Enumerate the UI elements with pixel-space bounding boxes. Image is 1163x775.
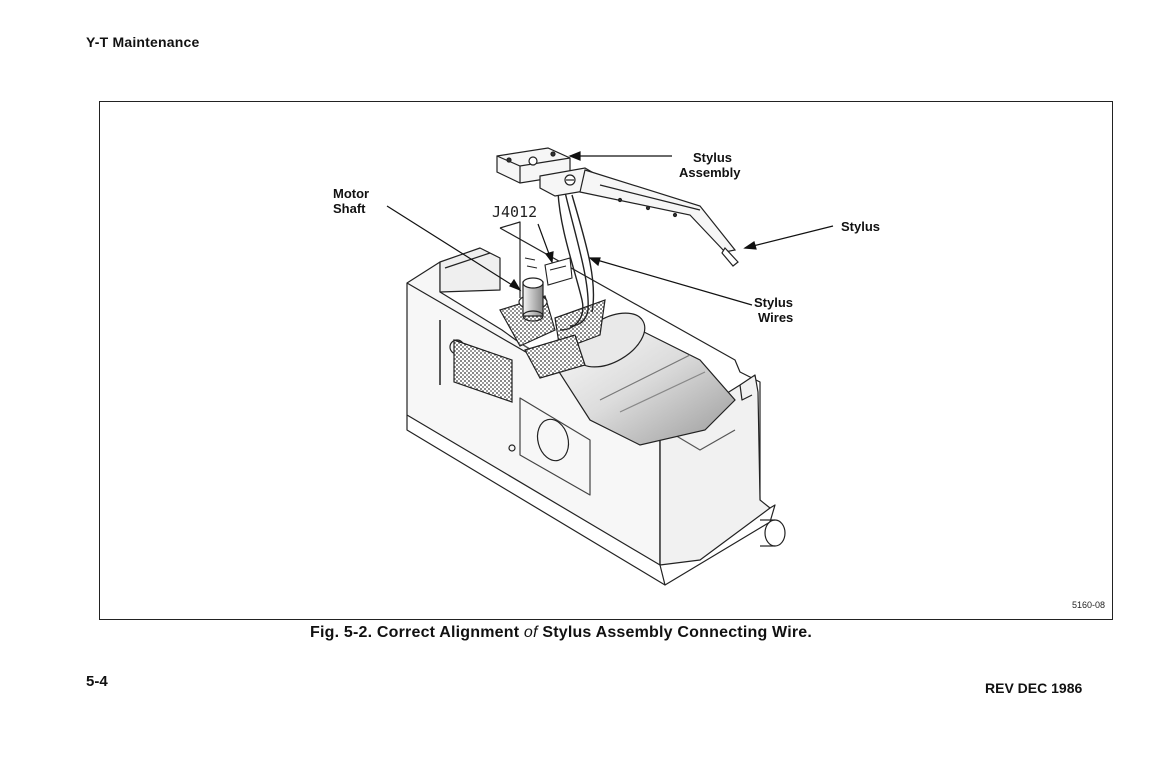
- stylus-label: Stylus: [841, 219, 880, 234]
- motor-shaft-label-line1: Motor: [333, 186, 369, 201]
- motor-shaft-label-line2: Shaft: [333, 201, 366, 216]
- stylus-wires-label-line2: Wires: [758, 310, 793, 325]
- stylus-wires-label-line1: Stylus: [754, 295, 793, 310]
- stylus-assembly-label-line2: Assembly: [679, 165, 740, 180]
- figure-code: 5160-08: [1072, 600, 1105, 610]
- figure-caption: Fig. 5-2. Correct Alignment of Stylus As…: [310, 624, 812, 642]
- connector-label: J4012: [492, 203, 537, 221]
- revision-date: REV DEC 1986: [985, 680, 1082, 696]
- caption-prefix: Fig. 5-2. Correct Alignment: [310, 624, 524, 641]
- stylus-assembly-label-line1: Stylus: [693, 150, 732, 165]
- caption-suffix: Stylus Assembly Connecting Wire.: [538, 624, 812, 641]
- caption-of: of: [524, 624, 538, 641]
- page-number: 5-4: [86, 673, 108, 690]
